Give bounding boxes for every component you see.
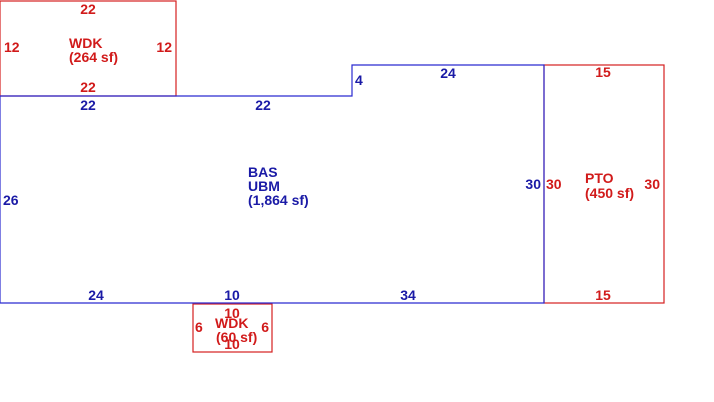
wdk-bottom-area-label: (60 sf): [216, 329, 257, 345]
bas-dim-bottom-mid: 10: [224, 287, 240, 303]
bas-dim-left: 26: [3, 192, 19, 208]
bas-subcode: UBM: [248, 178, 280, 194]
bas-outline: [0, 64, 545, 304]
wdk-bottom-dim-top: 10: [224, 305, 240, 321]
bas-dim-bottom-right: 34: [400, 287, 416, 303]
bas-dim-top-mid: 22: [255, 97, 271, 113]
pto-dim-top: 15: [595, 64, 611, 80]
wdk-bottom-dim-left: 6: [195, 319, 203, 335]
bas-dim-top-left: 22: [80, 97, 96, 113]
bas-dim-bottom-left: 24: [88, 287, 104, 303]
wdk-top-code: WDK: [69, 35, 102, 51]
pto-area-label: (450 sf): [585, 185, 634, 201]
wdk-bottom-dim-bottom: 10: [224, 336, 240, 352]
bas-dim-right: 30: [525, 176, 541, 192]
pto-code: PTO: [585, 170, 614, 186]
pto-dim-right: 30: [644, 176, 660, 192]
bas-dim-step: 4: [355, 72, 363, 88]
wdk-bottom-code: WDK: [215, 315, 248, 331]
bas-dim-top-right: 24: [440, 65, 456, 81]
bas-area: 22 22 4 24 30 26 BAS UBM (1,864 sf) 24 1…: [0, 64, 545, 304]
wdk-top-area-label: (264 sf): [69, 49, 118, 65]
pto-dim-bottom: 15: [595, 287, 611, 303]
wdk-top-dim-right: 12: [156, 39, 172, 55]
pto-area: 15 30 30 PTO (450 sf) 15: [543, 64, 665, 304]
bas-code: BAS: [248, 164, 278, 180]
wdk-top-dim-bottom: 22: [80, 79, 96, 95]
wdk-bottom-outline: [192, 303, 273, 353]
wdk-top-dim-left: 12: [4, 39, 20, 55]
wdk-bottom-area: 10 6 6 WDK 10 (60 sf): [192, 303, 273, 353]
wdk-top-area: 22 12 12 WDK (264 sf) 22: [0, 0, 177, 97]
bas-area-label: (1,864 sf): [248, 192, 309, 208]
pto-dim-left: 30: [546, 176, 562, 192]
wdk-top-dim-top: 22: [80, 1, 96, 17]
wdk-bottom-dim-right: 6: [261, 319, 269, 335]
